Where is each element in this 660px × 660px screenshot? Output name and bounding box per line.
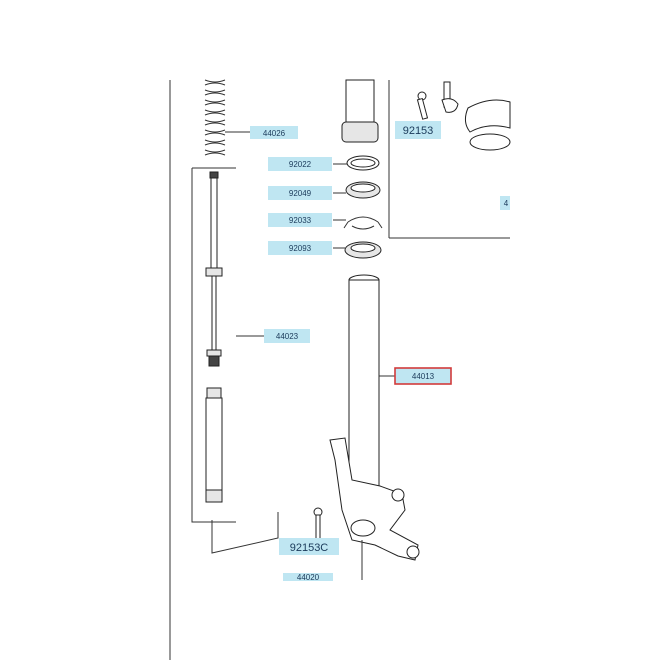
label-44026-text: 44026 bbox=[263, 129, 286, 138]
leader-lines bbox=[225, 131, 395, 545]
label-44013[interactable]: 44013 bbox=[394, 367, 452, 385]
label-92033[interactable]: 92033 bbox=[268, 213, 332, 227]
clip-92033[interactable] bbox=[343, 216, 383, 230]
label-92153[interactable]: 92153 bbox=[395, 121, 441, 139]
label-92093-text: 92093 bbox=[289, 244, 312, 253]
fork-tube[interactable] bbox=[348, 274, 380, 491]
label-92093[interactable]: 92093 bbox=[268, 241, 332, 255]
label-44023[interactable]: 44023 bbox=[264, 329, 310, 343]
bolt-92153c[interactable] bbox=[313, 507, 323, 540]
label-partial-right-text: 4 bbox=[504, 199, 509, 208]
oil-seal-92049[interactable] bbox=[345, 181, 381, 199]
label-partial-right[interactable]: 4 bbox=[500, 196, 510, 210]
label-44023-text: 44023 bbox=[276, 332, 299, 341]
frame-lines bbox=[169, 80, 510, 660]
label-partial-bottom-text: 44020 bbox=[297, 573, 320, 582]
label-92022[interactable]: 92022 bbox=[268, 157, 332, 171]
label-44013-text: 44013 bbox=[412, 372, 435, 381]
clamp-assembly[interactable] bbox=[416, 81, 511, 151]
label-92022-text: 92022 bbox=[289, 160, 312, 169]
label-partial-bottom[interactable]: 44020 bbox=[283, 573, 333, 582]
seal-92022[interactable] bbox=[346, 155, 380, 171]
label-44026[interactable]: 44026 bbox=[250, 126, 298, 139]
label-92049-text: 92049 bbox=[289, 189, 312, 198]
dust-seal-92093[interactable] bbox=[344, 241, 382, 259]
label-92153c-text: 92153C bbox=[290, 542, 329, 554]
fork-spring[interactable] bbox=[204, 79, 226, 156]
label-92153c[interactable]: 92153C bbox=[279, 538, 339, 555]
axle-bracket[interactable] bbox=[329, 437, 420, 580]
outer-tube-top[interactable] bbox=[341, 79, 379, 143]
label-92049[interactable]: 92049 bbox=[268, 186, 332, 200]
damper-rod[interactable] bbox=[205, 171, 223, 503]
label-92033-text: 92033 bbox=[289, 216, 312, 225]
label-92153-text: 92153 bbox=[403, 125, 434, 137]
